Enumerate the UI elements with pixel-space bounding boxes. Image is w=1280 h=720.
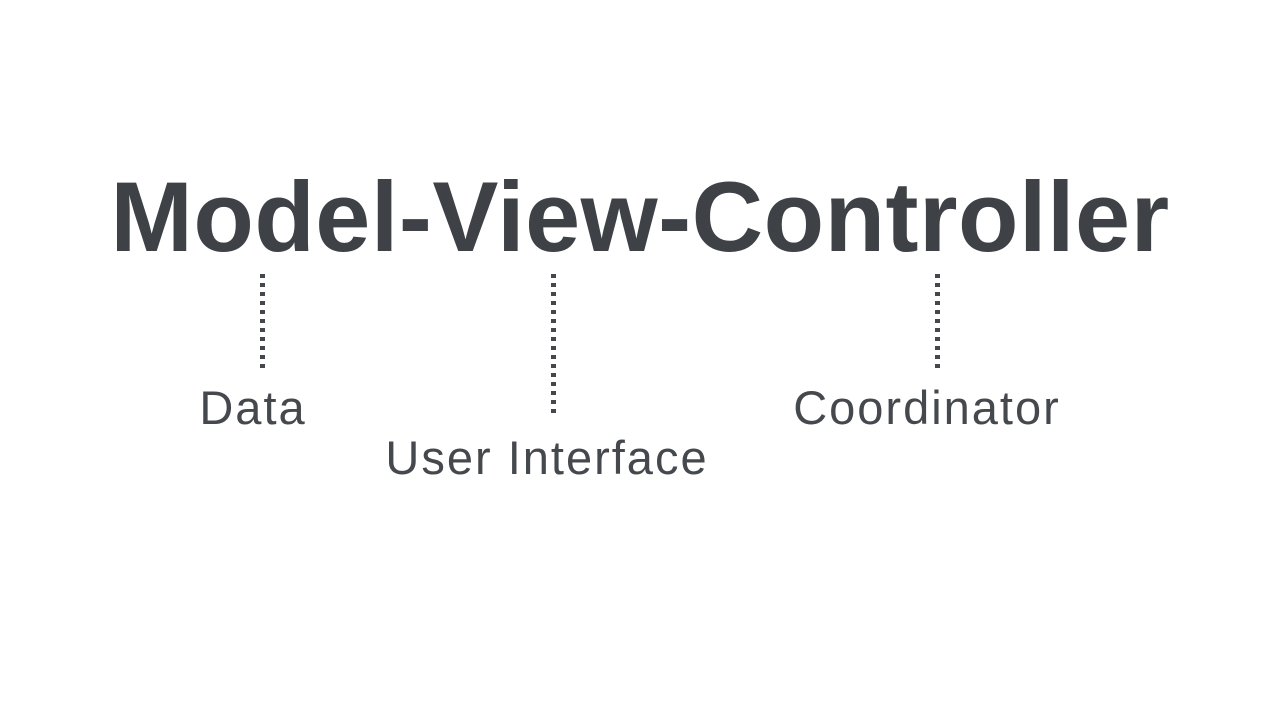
dotted-connector-controller (935, 274, 940, 368)
annotation-controller-meaning: Coordinator (793, 381, 1061, 434)
dotted-connector-model (260, 274, 265, 368)
dotted-connector-view (551, 274, 556, 413)
page-title: Model-View-Controller (110, 161, 1170, 272)
annotation-view-meaning: User Interface (385, 431, 709, 484)
annotation-model-meaning: Data (199, 381, 307, 434)
